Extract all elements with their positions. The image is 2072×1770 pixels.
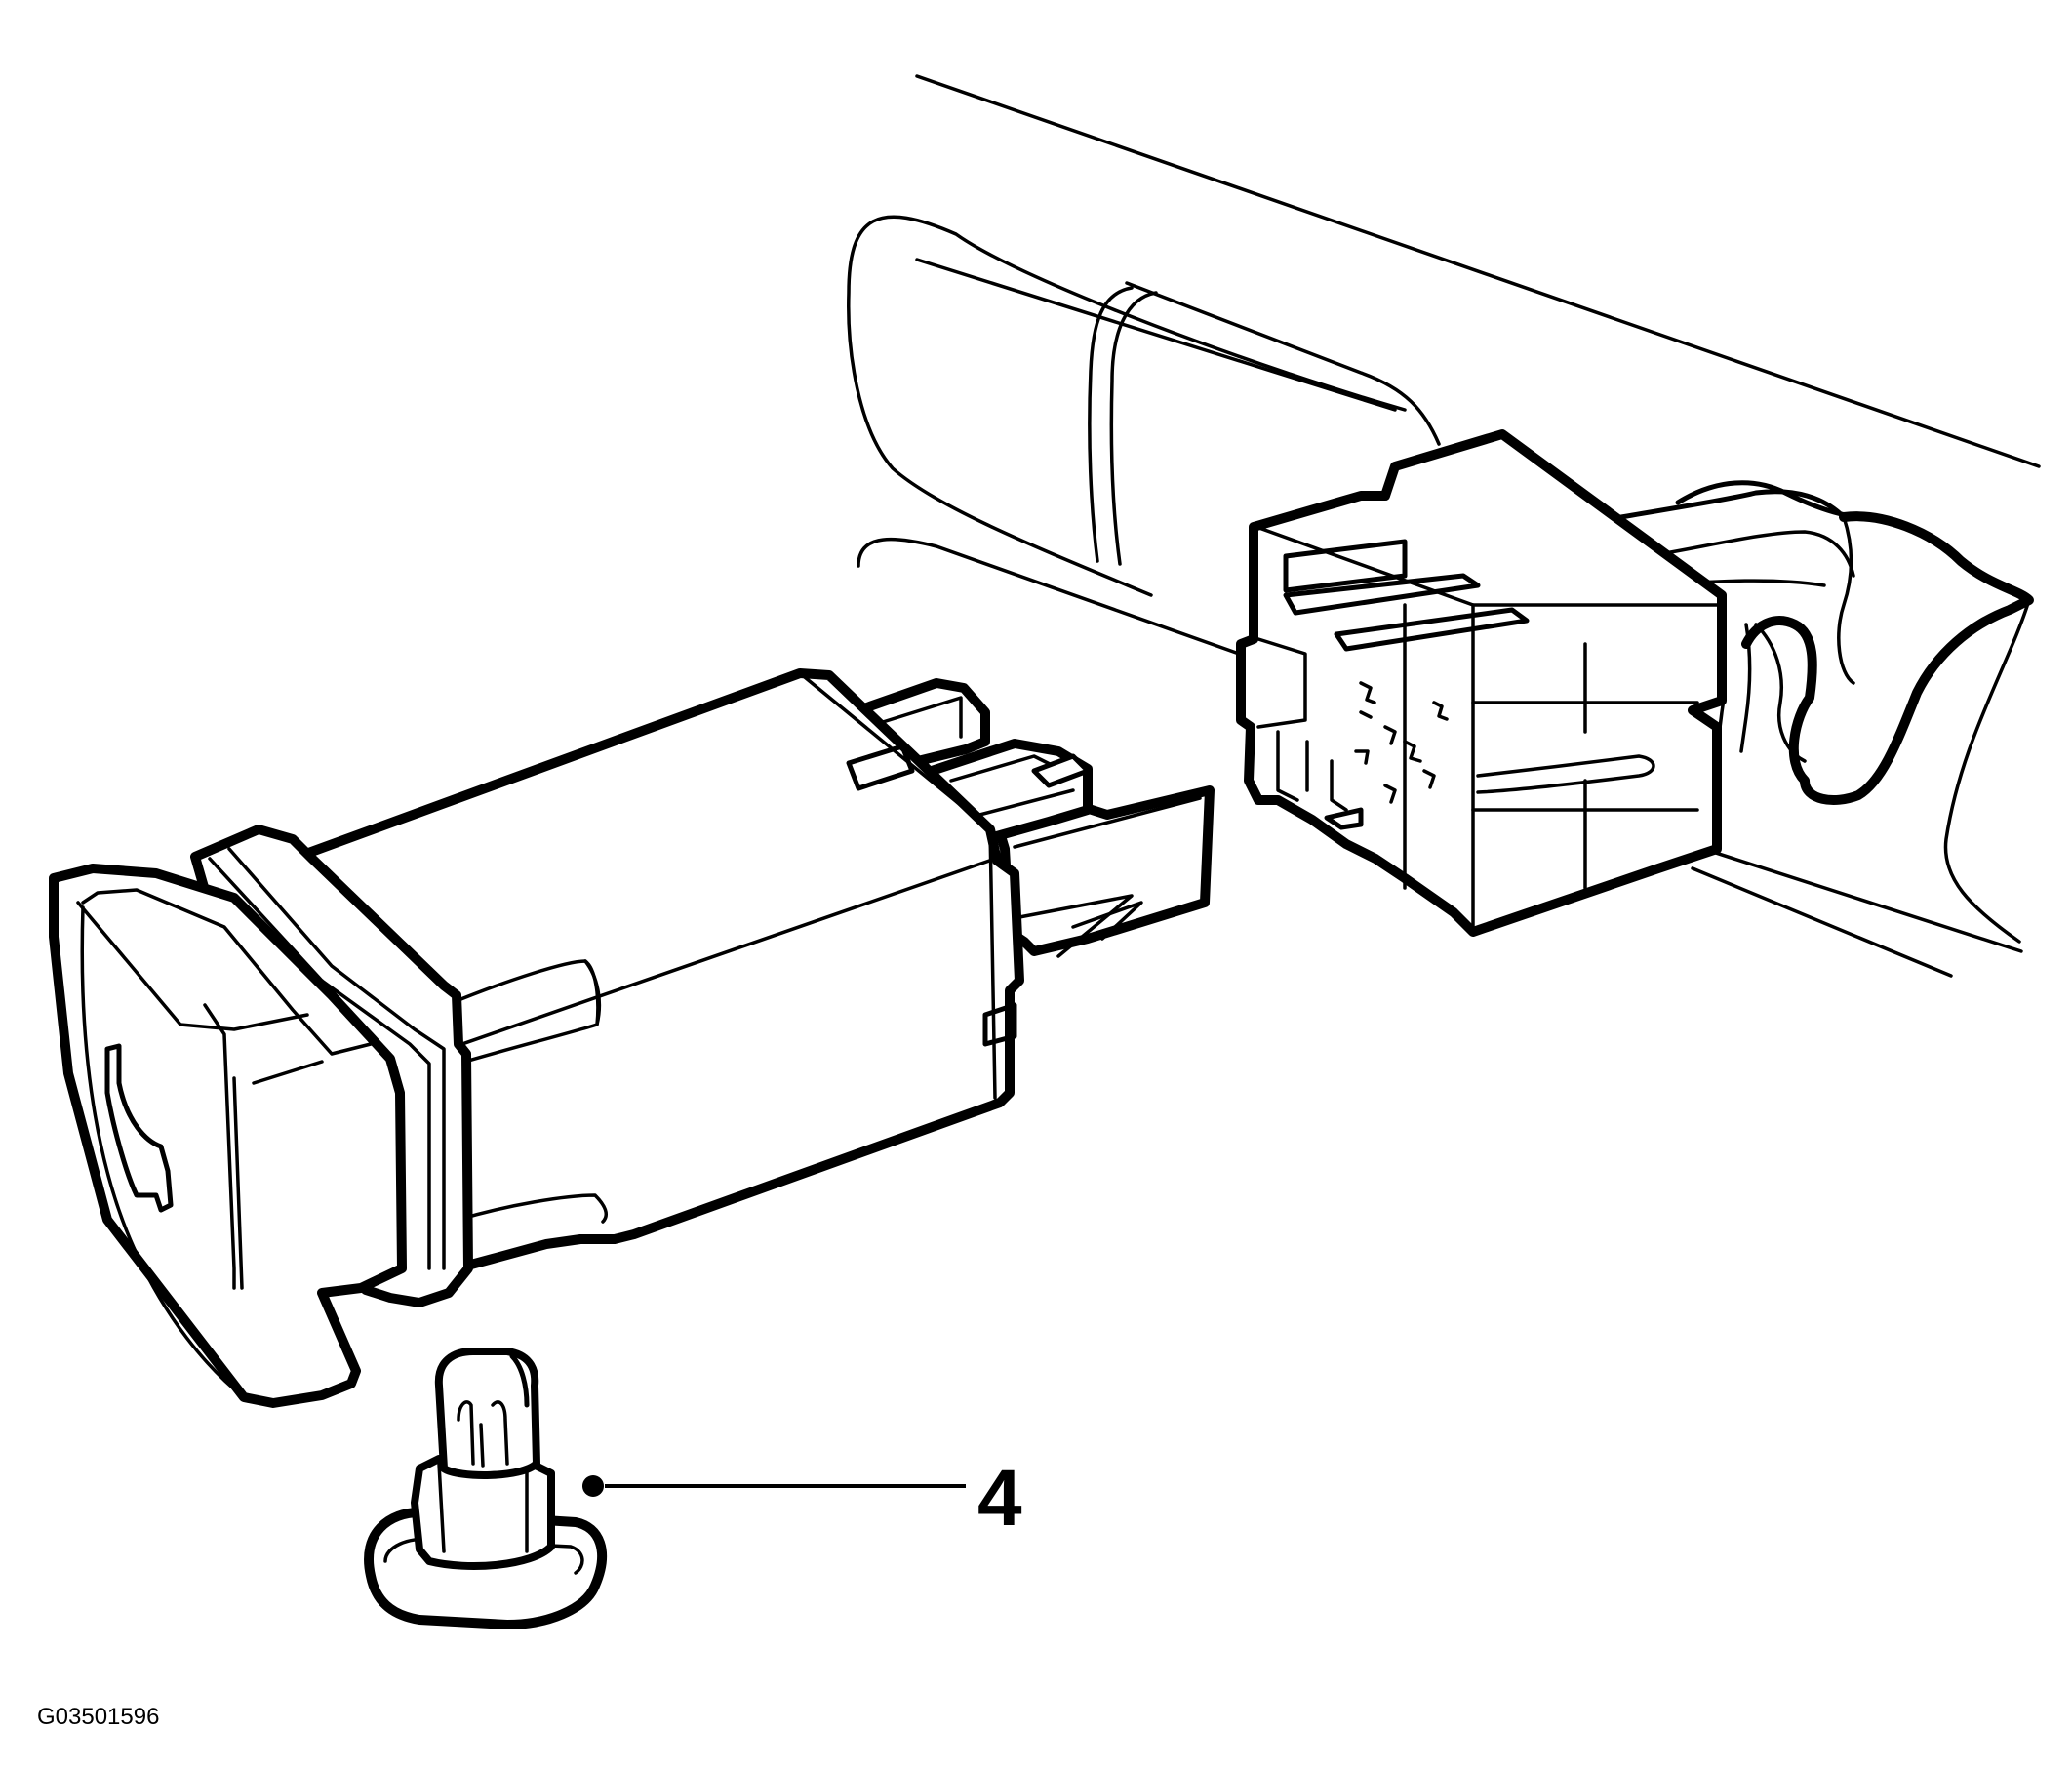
callout-leader [582, 1475, 966, 1497]
panel-opening [847, 215, 1441, 656]
switch-body [49, 668, 1215, 1408]
dashboard-panel [915, 74, 2041, 978]
callout-label: 4 [977, 1454, 1022, 1543]
bulb [364, 1348, 608, 1629]
figure-code: G03501596 [37, 1704, 160, 1730]
wiring-connector [1236, 429, 1727, 937]
